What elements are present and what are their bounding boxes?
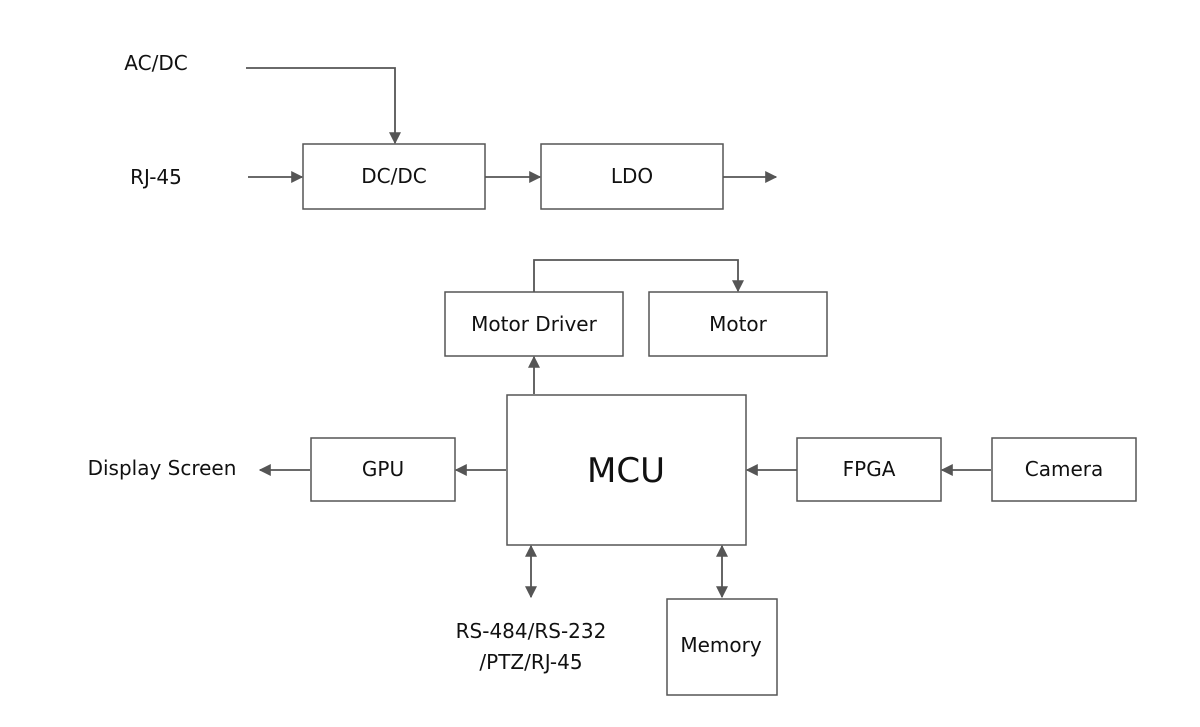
motor-block: Motor xyxy=(648,291,828,357)
memory-label: Memory xyxy=(680,633,762,657)
mcu-label: MCU xyxy=(587,451,665,491)
rj45-input-label: RJ-45 xyxy=(130,165,182,189)
ldo-block: LDO xyxy=(540,143,724,210)
display-screen-label: Display Screen xyxy=(88,456,237,480)
comm-interfaces-label-line1: RS-484/RS-232 xyxy=(456,619,607,643)
fpga-label: FPGA xyxy=(843,457,896,481)
motor-driver-to-motor-connector xyxy=(533,259,744,293)
ldo-label: LDO xyxy=(611,164,653,188)
motor-driver-block: Motor Driver xyxy=(444,291,624,357)
mcu-block: MCU xyxy=(506,394,747,546)
comm-interfaces-label-line2: /PTZ/RJ-45 xyxy=(479,650,582,674)
dc-dc-label: DC/DC xyxy=(361,164,426,188)
ac-dc-to-dc-dc-connector xyxy=(246,67,401,145)
camera-label: Camera xyxy=(1025,457,1104,481)
gpu-block: GPU xyxy=(310,437,456,502)
fpga-block: FPGA xyxy=(796,437,942,502)
memory-block: Memory xyxy=(666,598,778,696)
motor-driver-label: Motor Driver xyxy=(471,312,597,336)
ac-dc-label: AC/DC xyxy=(124,51,187,75)
dc-dc-block: DC/DC xyxy=(302,143,486,210)
gpu-label: GPU xyxy=(362,457,404,481)
motor-label: Motor xyxy=(709,312,768,336)
camera-block: Camera xyxy=(991,437,1137,502)
